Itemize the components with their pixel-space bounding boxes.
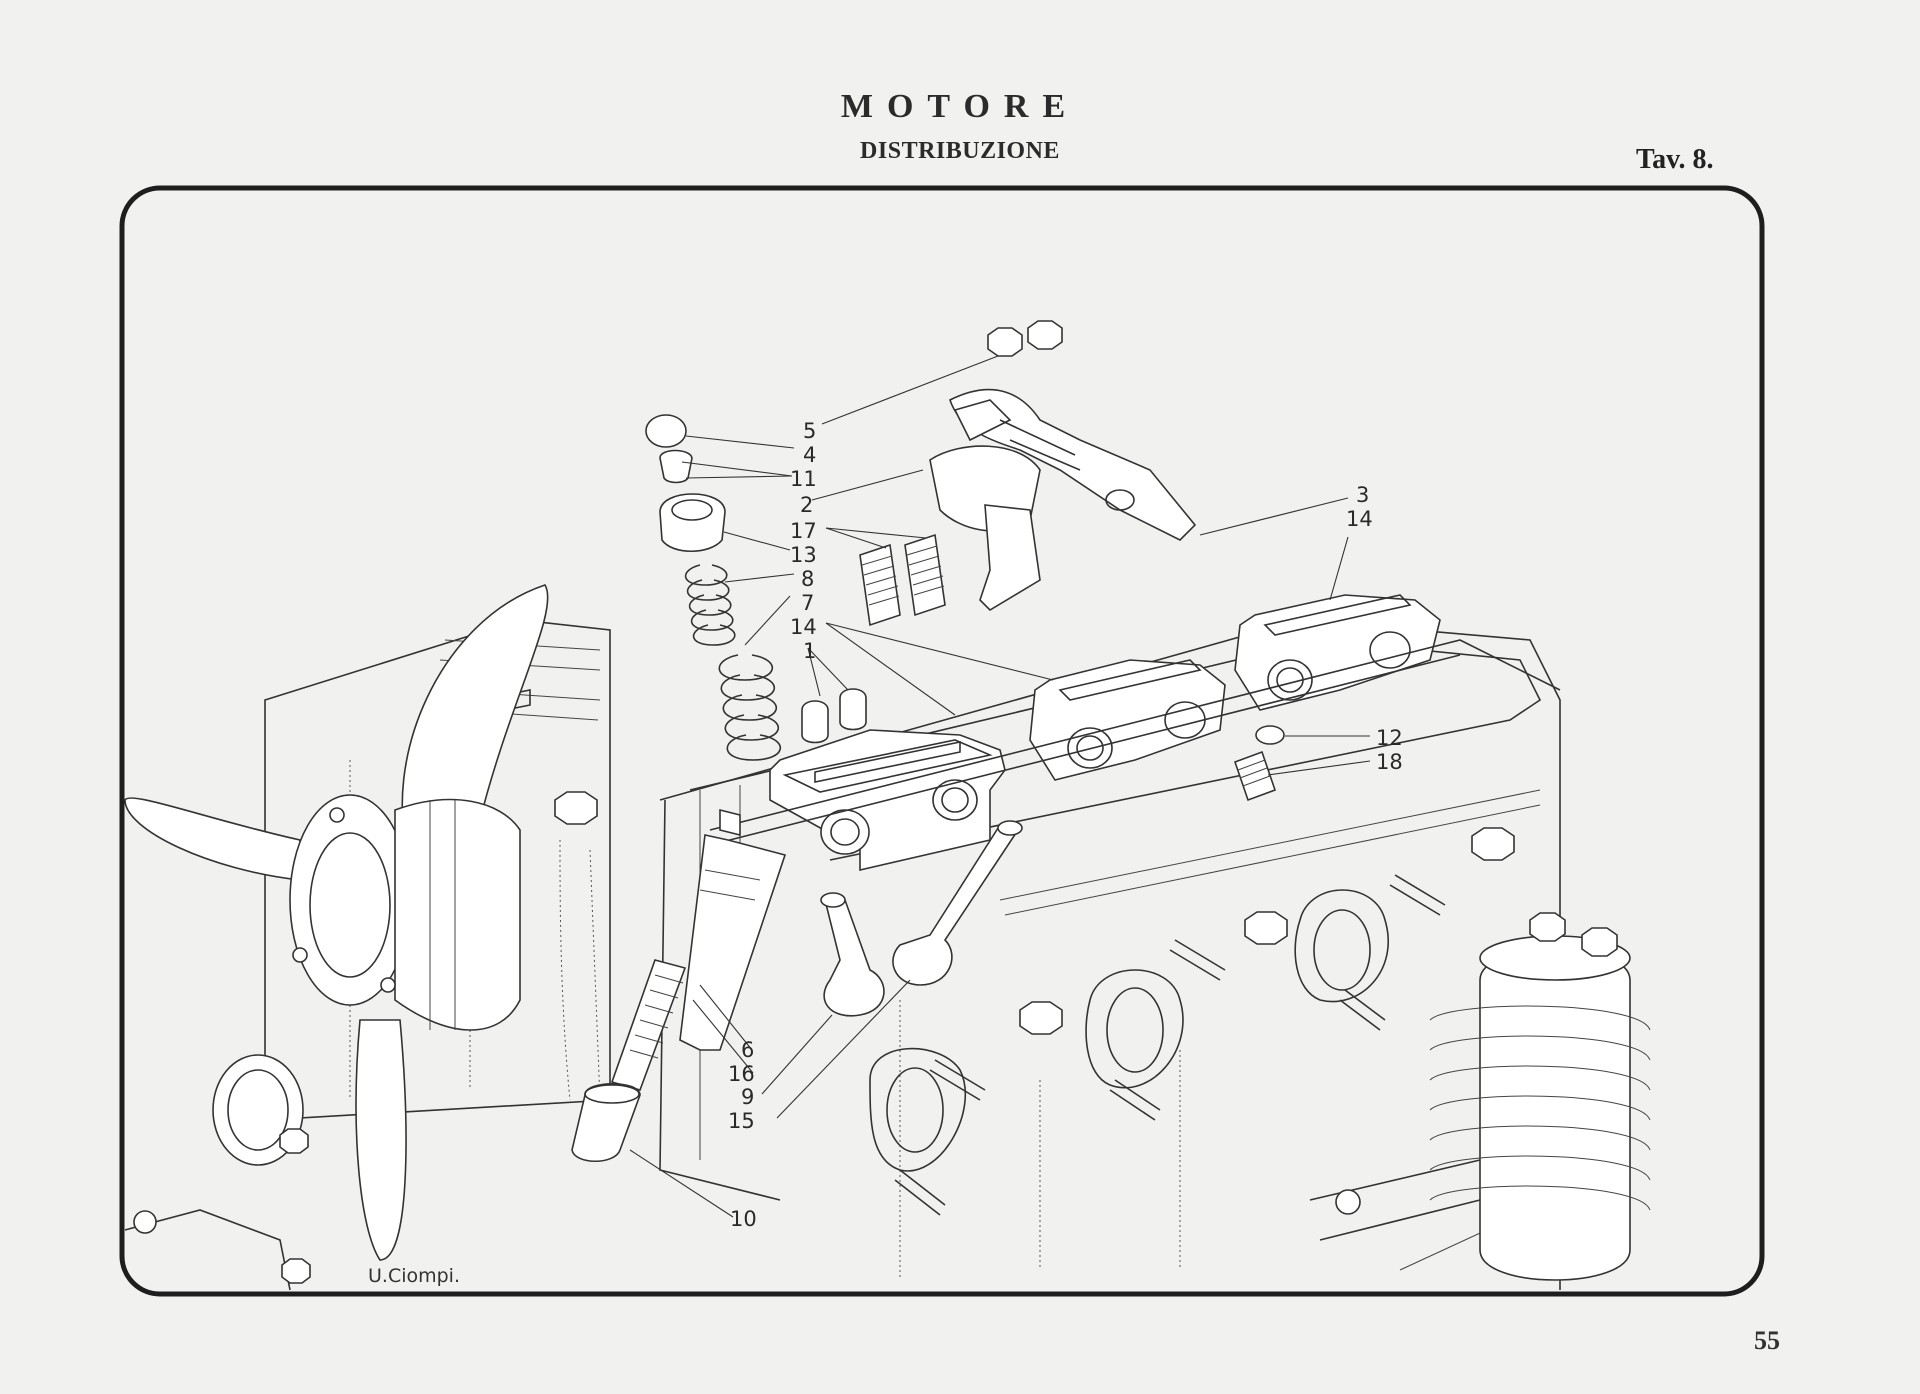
callout-label: 13: [790, 543, 817, 567]
callout-label: 11: [790, 467, 817, 491]
studs: [894, 874, 1446, 1216]
lower-left-components: [124, 1054, 311, 1291]
distributor: [1309, 912, 1651, 1281]
rocker-supports: [709, 594, 1561, 872]
shaft-springs: [859, 533, 946, 627]
artist-signature: U.Ciompi.: [368, 1265, 461, 1287]
callout-label: 3: [1356, 483, 1369, 507]
callout-label: 12: [1376, 726, 1403, 750]
small-spring: [1233, 750, 1277, 802]
callout-label: 14: [1346, 507, 1373, 531]
spring-cup: [659, 493, 726, 552]
callout-label: 8: [801, 567, 814, 591]
pushrod-assembly: [610, 808, 787, 1091]
engine-block: [124, 584, 1651, 1291]
valve-guide: [801, 700, 829, 744]
tappet: [571, 1082, 641, 1162]
adjust-nut: [987, 327, 1023, 357]
callout-label: 10: [730, 1207, 757, 1231]
callout-label: 7: [801, 591, 814, 615]
rocker-arms: [929, 388, 1197, 612]
callout-label: 15: [728, 1109, 755, 1133]
head-nuts: [554, 791, 1515, 1035]
callout-label: 18: [1376, 750, 1403, 774]
exploded-parts: [571, 320, 1285, 1162]
inner-valve-spring: [718, 654, 781, 761]
leader-lines: [629, 355, 1371, 1218]
callout-label: 14: [790, 615, 817, 639]
callout-label: 2: [800, 493, 813, 517]
callout-label: 16: [728, 1062, 755, 1086]
diagram-frame: [119, 185, 1765, 1297]
outer-valve-spring: [684, 564, 736, 646]
manifold-ports: [869, 889, 1390, 1172]
valve-guide: [839, 688, 867, 731]
cooling-fan: [124, 584, 549, 1261]
callout-label: 17: [790, 519, 817, 543]
adjust-nut: [1027, 320, 1063, 350]
callout-label: 9: [741, 1085, 754, 1109]
callout-label: 4: [803, 443, 816, 467]
callout-label: 6: [741, 1038, 754, 1062]
page-title: MOTORE: [840, 88, 1080, 125]
page-subtitle: DISTRIBUZIONE: [860, 138, 1060, 164]
valve-cap: [645, 414, 687, 448]
callout-label: 5: [803, 419, 816, 443]
page-number: 55: [1754, 1326, 1780, 1355]
plate-number: Tav. 8.: [1636, 144, 1714, 175]
callout-label: 1: [803, 639, 816, 663]
valves: [820, 820, 1023, 1017]
callout-labels: 5 4 11 2 17 13 8 7 14 1 3 14 12 18 6 16 …: [728, 419, 1403, 1231]
small-cup: [1255, 725, 1285, 745]
